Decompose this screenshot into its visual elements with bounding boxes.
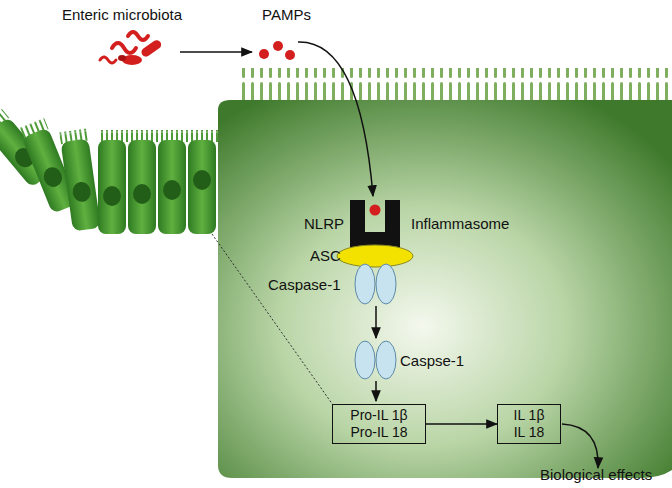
annotation-label: Caspse-1 — [400, 352, 464, 370]
arrow — [298, 42, 373, 196]
cell-nucleus — [133, 184, 151, 204]
pamp-dots — [259, 41, 295, 60]
cell-nucleus — [103, 186, 121, 206]
cell-nucleus — [163, 180, 181, 200]
conversion-arrow — [426, 423, 497, 425]
pamp — [259, 49, 269, 59]
pamp — [370, 205, 381, 216]
box-text: Pro-IL 1β — [350, 407, 407, 424]
epithelial-cell — [188, 140, 216, 234]
spiral-bacterium — [112, 43, 136, 53]
epithelial-cell — [61, 138, 101, 231]
asc-adaptor — [337, 245, 413, 267]
cell-nucleus — [71, 181, 92, 203]
enterocyte-enlarged — [218, 100, 672, 478]
annotation-label: PAMPs — [262, 6, 311, 24]
pamp — [285, 50, 295, 60]
annotation-label: ASC — [310, 247, 341, 265]
epithelial-cell — [158, 140, 186, 234]
epithelial-cell — [98, 140, 126, 234]
annotation-label: NLRP — [304, 215, 344, 233]
annotation-label: Caspase-1 — [268, 276, 341, 294]
cell-nucleus — [41, 164, 65, 189]
arrow — [375, 381, 377, 401]
arrow — [180, 51, 252, 53]
annotation-label: Inflammasome — [411, 215, 509, 233]
spiral-bacterium — [128, 32, 148, 40]
arrow — [375, 306, 377, 338]
epithelium — [0, 109, 218, 234]
box-text: IL 18 — [514, 424, 545, 441]
epithelial-cell — [128, 140, 156, 234]
process-box: IL 1βIL 18 — [497, 404, 561, 444]
caspase-subunit — [355, 264, 375, 304]
process-box: Pro-IL 1βPro-IL 18 — [332, 404, 426, 444]
caspase-subunit — [376, 264, 396, 304]
spiral-bacterium — [100, 57, 116, 63]
cell-nucleus — [193, 170, 211, 190]
bacteria — [100, 32, 163, 65]
microvilli — [240, 68, 672, 104]
caspase-subunit — [355, 341, 375, 379]
annotation-label: Enteric microbiota — [62, 6, 182, 24]
arrow — [562, 424, 598, 468]
coccus-bacterium — [118, 55, 126, 61]
caspase-subunit — [376, 341, 396, 379]
pamp — [273, 41, 283, 51]
rod-bacterium — [140, 38, 163, 58]
box-text: Pro-IL 18 — [350, 424, 407, 441]
nlrp-receptor — [350, 200, 400, 248]
box-text: IL 1β — [514, 407, 545, 424]
annotation-label: Biological effects — [540, 466, 652, 484]
